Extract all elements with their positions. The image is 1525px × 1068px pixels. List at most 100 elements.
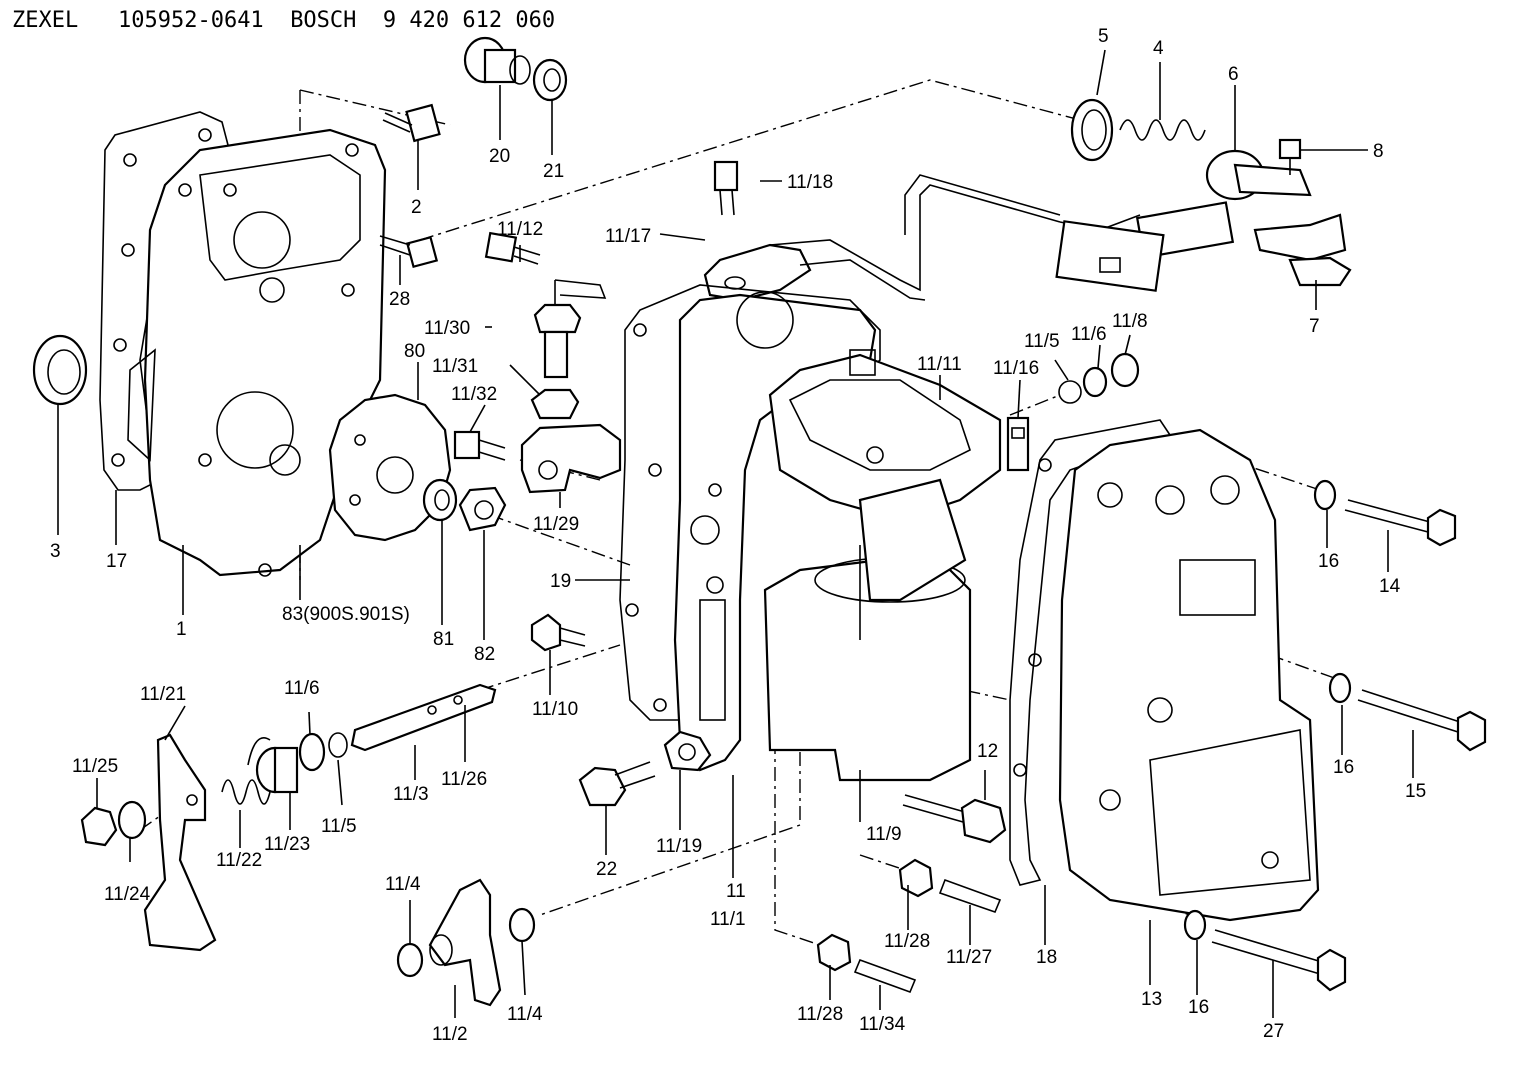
callout-11-32: 11/32 — [451, 384, 497, 405]
disc-6 — [1205, 149, 1312, 201]
callout-28: 28 — [389, 289, 410, 310]
callout-16-top: 16 — [1318, 551, 1339, 572]
callout-81: 81 — [433, 629, 454, 650]
callout-8: 8 — [1373, 141, 1384, 162]
brand-zexel: ZEXEL — [12, 8, 79, 33]
callout-labels: 5 4 6 8 7 11/18 11/17 11/12 11/30 11/31 … — [50, 26, 1426, 1045]
callout-11-25: 11/25 — [72, 756, 118, 777]
disc-11-8 — [1110, 352, 1140, 388]
callout-3: 3 — [50, 541, 61, 562]
callout-11-34: 11/34 — [859, 1014, 906, 1035]
washer-11-24 — [117, 800, 147, 840]
washer-11-4-left — [396, 942, 424, 978]
callout-11-16: 11/16 — [993, 358, 1039, 379]
screw-11-12 — [484, 231, 541, 265]
screw-11-10 — [530, 613, 586, 652]
spring-11-22 — [221, 737, 271, 805]
callout-7: 7 — [1309, 316, 1320, 337]
callout-11-28-lower: 11/28 — [797, 1004, 843, 1025]
screw-28 — [379, 235, 439, 269]
leader-lines — [57, 49, 1414, 1018]
connector-plug — [1055, 201, 1235, 292]
callout-13: 13 — [1141, 989, 1162, 1010]
callout-16-mid: 16 — [1333, 757, 1354, 778]
bolt-27 — [1211, 929, 1347, 992]
lever-11-2 — [428, 878, 502, 1007]
callout-16-bottom: 16 — [1188, 997, 1209, 1018]
callout-11-5-top: 11/5 — [1024, 331, 1060, 352]
callout-11-11: 11/11 — [917, 354, 962, 375]
callout-80: 80 — [404, 341, 425, 362]
screw-11-27 — [938, 878, 1002, 914]
bolt-14 — [1344, 499, 1457, 547]
nut-11-19 — [663, 730, 712, 772]
callout-11-22: 11/22 — [216, 850, 262, 871]
seal-ring-3 — [32, 334, 88, 406]
gasket-17 — [99, 111, 229, 491]
bolt-22 — [578, 761, 656, 807]
callout-11-30: 11/30 — [424, 318, 470, 339]
shaft-11-3 — [350, 683, 497, 752]
nut-11-28-upper — [898, 858, 934, 898]
sensor-11-30 — [533, 279, 607, 379]
callout-11-28-upper: 11/28 — [884, 931, 930, 952]
callout-15: 15 — [1405, 781, 1426, 802]
zexel-part-number: 105952-0641 — [117, 8, 264, 33]
bracket-11-29 — [520, 423, 622, 494]
callout-6: 6 — [1228, 64, 1239, 85]
callout-12: 12 — [977, 741, 998, 762]
bolt-15 — [1357, 689, 1487, 752]
washer-16-bottom — [1183, 909, 1207, 941]
brand-bosch: BOSCH — [290, 8, 357, 33]
screw-11-34 — [853, 958, 917, 994]
callout-11: 11 — [726, 881, 746, 902]
governor-housing-11 — [673, 291, 877, 772]
callout-11-29: 11/29 — [533, 514, 579, 535]
washer-11-6-bottom — [298, 732, 326, 772]
housing-1 — [127, 128, 387, 577]
actuator-11-11 — [768, 349, 1002, 522]
callout-11-10: 11/10 — [532, 699, 578, 720]
callout-27: 27 — [1263, 1021, 1284, 1042]
callout-4: 4 — [1153, 38, 1164, 59]
bosch-part-number: 9 420 612 060 — [382, 8, 556, 33]
nut-11-31 — [530, 388, 580, 420]
nut-11-25 — [80, 806, 118, 847]
callout-11-2: 11/2 — [432, 1024, 468, 1045]
washer-16-top — [1313, 479, 1337, 511]
callout-11-5-bottom: 11/5 — [321, 816, 357, 837]
bracket-11-17 — [703, 243, 812, 302]
callout-14: 14 — [1379, 576, 1401, 597]
callout-1: 1 — [176, 619, 187, 640]
spring-4 — [1119, 119, 1206, 141]
callout-11-3: 11/3 — [393, 784, 429, 805]
callout-18: 18 — [1036, 947, 1057, 968]
washer-16-mid — [1328, 672, 1352, 704]
callout-11-19: 11/19 — [656, 836, 702, 857]
connector-11-16 — [1006, 416, 1030, 472]
oring-11-5-top — [1058, 380, 1082, 404]
toothed-wheel-80 — [328, 393, 452, 542]
seal-5 — [1070, 98, 1114, 162]
callout-11-4-right: 11/4 — [507, 1004, 543, 1025]
callout-11-6-bottom: 11/6 — [284, 678, 320, 699]
callout-11-6-top: 11/6 — [1071, 324, 1107, 345]
callout-11-12: 11/12 — [497, 219, 543, 240]
callout-20: 20 — [489, 146, 510, 167]
nut-11-28-lower — [816, 933, 852, 972]
callout-22: 22 — [596, 859, 617, 880]
callout-11-21: 11/21 — [140, 684, 186, 705]
callout-11-26: 11/26 — [441, 769, 487, 790]
screw-8 — [1278, 138, 1302, 175]
washer-11-4-right — [508, 907, 536, 943]
callout-11-23: 11/23 — [264, 834, 310, 855]
callout-11-9: 11/9 — [866, 824, 902, 845]
bolt-11-32 — [453, 430, 506, 461]
oring-11-5-bottom — [328, 732, 348, 758]
callout-11-24: 11/24 — [104, 884, 151, 905]
screw-11-18 — [713, 160, 739, 216]
callout-83: 83(900S.901S) — [282, 604, 410, 625]
callout-2: 2 — [411, 197, 422, 218]
